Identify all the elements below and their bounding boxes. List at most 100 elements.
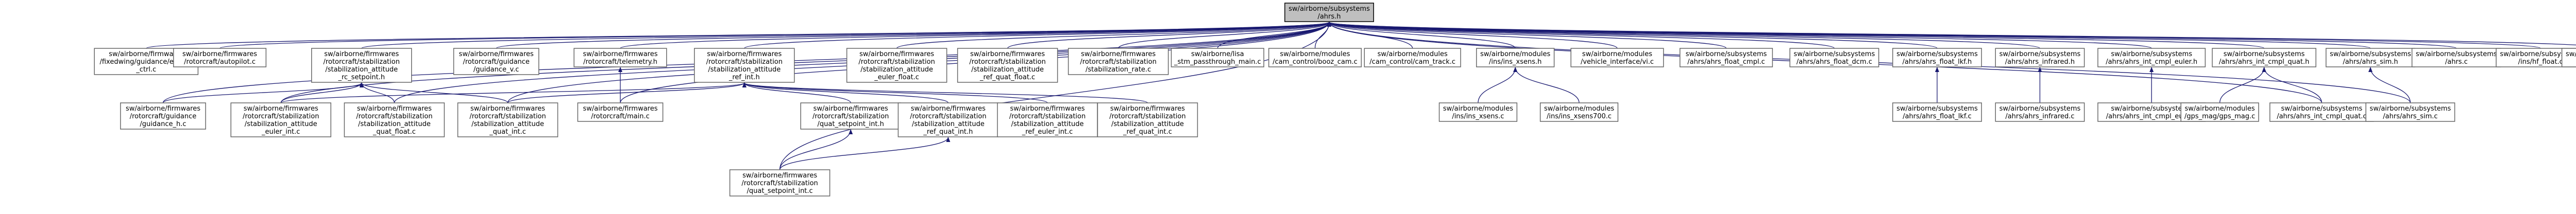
file-node[interactable]: sw/airborne/modules/ins/ins_xsens700.c — [1539, 102, 1619, 122]
file-node[interactable]: sw/airborne/firmwares/rotorcraft/stabili… — [997, 102, 1098, 137]
node-label-line: _ref_int.h — [728, 74, 760, 81]
node-label-line: /ahrs/ahrs_float_lkf.h — [1903, 58, 1972, 66]
file-node[interactable]: sw/airborne/firmwares/rotorcraft/stabili… — [230, 102, 331, 137]
node-label-line: sw/airborne/firmwares — [324, 50, 399, 58]
node-box — [1892, 48, 1982, 67]
file-node[interactable]: sw/airborne/modules/ins/ins_xsens.c — [1438, 102, 1518, 122]
node-label-line: /quat_setpoint_int.c — [747, 187, 813, 195]
node-label-line: /rotorcraft/stabilization — [741, 180, 818, 187]
node-label-line: /ins/ins_xsens700.c — [1547, 113, 1612, 120]
node-label-line: _quat_float.c — [372, 128, 416, 136]
file-node[interactable]: sw/airborne/firmwares/rotorcraft/stabili… — [897, 102, 999, 137]
file-node[interactable]: sw/airborne/subsystems/ahrs/ahrs_infrare… — [1995, 102, 2085, 122]
file-node[interactable]: sw/airborne/subsystems/ahrs/ahrs_float_c… — [1680, 48, 1773, 67]
node-label-line: _ref_euler_int.c — [1022, 128, 1073, 136]
node-label-line: /ahrs/ahrs_infrared.c — [2005, 113, 2074, 120]
file-node[interactable]: sw/airborne/firmwares/rotorcraft/stabili… — [729, 169, 831, 197]
file-node[interactable]: sw/airborne/lisa_stm_passthrough_main.c — [1171, 48, 1264, 67]
file-node[interactable]: sw/airborne/subsystems/ahrs/ahrs_sim.h — [2326, 48, 2415, 67]
node-label-line: /stabilization_attitude — [860, 66, 933, 74]
file-node[interactable]: sw/airborne/subsystems/ins.c — [2561, 48, 2576, 67]
node-box — [997, 102, 1098, 137]
file-node[interactable]: sw/airborne/modules/vehicle_interface/vi… — [1570, 48, 1664, 67]
file-node[interactable]: sw/airborne/firmwares/rotorcraft/stabili… — [1097, 102, 1198, 137]
node-label-line: /stabilization_attitude — [1011, 120, 1084, 128]
file-node[interactable]: sw/airborne/firmwares/rotorcraft/stabili… — [1067, 48, 1169, 75]
file-node[interactable]: sw/airborne/firmwares/rotorcraft/stabili… — [957, 48, 1058, 83]
node-box — [1476, 48, 1555, 67]
node-box — [1995, 102, 2085, 122]
node-label-line: sw/airborne/subsystems — [2111, 50, 2192, 58]
node-label-line: /cam_control/booz_cam.c — [1273, 58, 1358, 66]
file-node[interactable]: sw/airborne/subsystems/ahrs/ahrs_int_cmp… — [2212, 48, 2316, 67]
dependency-edge — [1327, 22, 1938, 49]
node-box — [2097, 48, 2206, 67]
node-label-line: /stabilization_attitude — [971, 66, 1044, 74]
node-box — [1539, 102, 1619, 122]
dependency-edge — [219, 22, 1331, 49]
dependency-edge — [1117, 22, 1331, 49]
file-node[interactable]: sw/airborne/firmwares/rotorcraft/stabili… — [344, 102, 445, 137]
node-label-line: sw/airborne/firmwares — [109, 50, 183, 58]
file-node[interactable]: sw/airborne/firmwares/rotorcraft/stabili… — [311, 48, 412, 83]
node-label-line: sw/airborne/firmwares — [357, 105, 432, 113]
file-node[interactable]: sw/airborne/subsystems/ahrs/ahrs_float_l… — [1892, 48, 1982, 67]
node-box — [2212, 48, 2316, 67]
file-node[interactable]: sw/airborne/firmwares/rotorcraft/guidanc… — [453, 48, 539, 75]
node-label-line: /ins/hf_float.c — [2518, 58, 2563, 66]
node-box — [1995, 48, 2085, 67]
node-box — [1097, 102, 1198, 137]
file-node[interactable]: sw/airborne/subsystems/ahrs/ahrs_infrare… — [1995, 48, 2085, 67]
node-box — [2180, 102, 2259, 122]
dependency-edge — [1327, 22, 1516, 49]
node-label-line: /rotorcraft/stabilization — [858, 58, 935, 66]
node-box — [800, 102, 901, 130]
file-node[interactable]: sw/airborne/firmwares/rotorcraft/main.c — [577, 102, 664, 122]
file-node[interactable]: sw/airborne/subsystems/ahrs/ahrs_float_d… — [1789, 48, 1879, 67]
dependency-edge — [2262, 67, 2323, 103]
file-node[interactable]: sw/airborne/modules/cam_control/booz_cam… — [1268, 48, 1362, 67]
node-label-line: sw/airborne/modules — [1378, 50, 1448, 58]
dependency-edge — [162, 82, 364, 103]
root-node: sw/airborne/subsystems/ahrs.h — [1284, 3, 1374, 22]
file-node[interactable]: sw/airborne/firmwares/rotorcraft/stabili… — [457, 102, 558, 137]
node-box — [311, 48, 412, 83]
dependency-edge — [896, 22, 1331, 49]
file-node[interactable]: sw/airborne/firmwares/rotorcraft/autopil… — [173, 48, 267, 67]
node-box — [577, 102, 664, 122]
file-node[interactable]: sw/airborne/modules/ins/ins_xsens.h — [1476, 48, 1555, 67]
dependency-edge — [1327, 22, 2152, 49]
file-node[interactable]: sw/airborne/subsystems/ahrs/ahrs_int_cmp… — [2269, 102, 2374, 122]
node-label-line: /rotorcraft/stabilization — [1109, 113, 1185, 120]
file-node[interactable]: sw/airborne/subsystems/ahrs/ahrs_float_l… — [1892, 102, 1982, 122]
node-label-line: /rotorcraft/stabilization — [356, 113, 432, 120]
node-label-line: /ahrs/ahrs_float_cmpl.c — [1687, 58, 1765, 66]
file-node[interactable]: sw/airborne/firmwares/rotorcraft/stabili… — [694, 48, 795, 83]
node-label-line: sw/airborne/firmwares — [742, 172, 817, 180]
node-label-line: /rotorcraft/autopilot.c — [184, 58, 256, 66]
node-label-line: sw/airborne/subsystems — [2111, 105, 2192, 113]
node-label-line: sw/airborne/subsystems — [2370, 105, 2451, 113]
file-node[interactable]: sw/airborne/firmwares/rotorcraft/guidanc… — [120, 102, 206, 130]
file-node[interactable]: sw/airborne/modules/gps_mag/gps_mag.c — [2180, 102, 2259, 122]
node-box — [1364, 48, 1461, 67]
file-node[interactable]: sw/airborne/firmwares/rotorcraft/stabili… — [800, 102, 901, 130]
node-box — [1680, 48, 1773, 67]
node-label-line: /quat_setpoint_int.h — [818, 120, 884, 128]
file-node[interactable]: sw/airborne/firmwares/rotorcraft/stabili… — [846, 48, 947, 83]
file-node[interactable]: sw/airborne/firmwares/rotorcraft/telemet… — [573, 48, 667, 67]
file-node[interactable]: sw/airborne/subsystems/ahrs.c — [2411, 48, 2501, 67]
node-label-line: _ref_quat_float.c — [979, 74, 1035, 81]
node-label-line: sw/airborne/firmwares — [859, 50, 934, 58]
file-node[interactable]: sw/airborne/subsystems/ahrs/ahrs_int_cmp… — [2097, 48, 2206, 67]
file-node[interactable]: sw/airborne/modules/cam_control/cam_trac… — [1364, 48, 1461, 67]
dependency-edge — [744, 22, 1331, 49]
node-box — [694, 48, 795, 83]
node-label-line: _ref_quat_int.c — [1123, 128, 1172, 136]
dependency-edge — [361, 22, 1331, 49]
file-node[interactable]: sw/airborne/subsystems/ahrs/ahrs_sim.c — [2365, 102, 2455, 122]
node-label-line: /guidance_v.c — [473, 66, 519, 74]
dependency-edge — [779, 129, 853, 170]
node-label-line: sw/airborne/firmwares — [1110, 105, 1185, 113]
